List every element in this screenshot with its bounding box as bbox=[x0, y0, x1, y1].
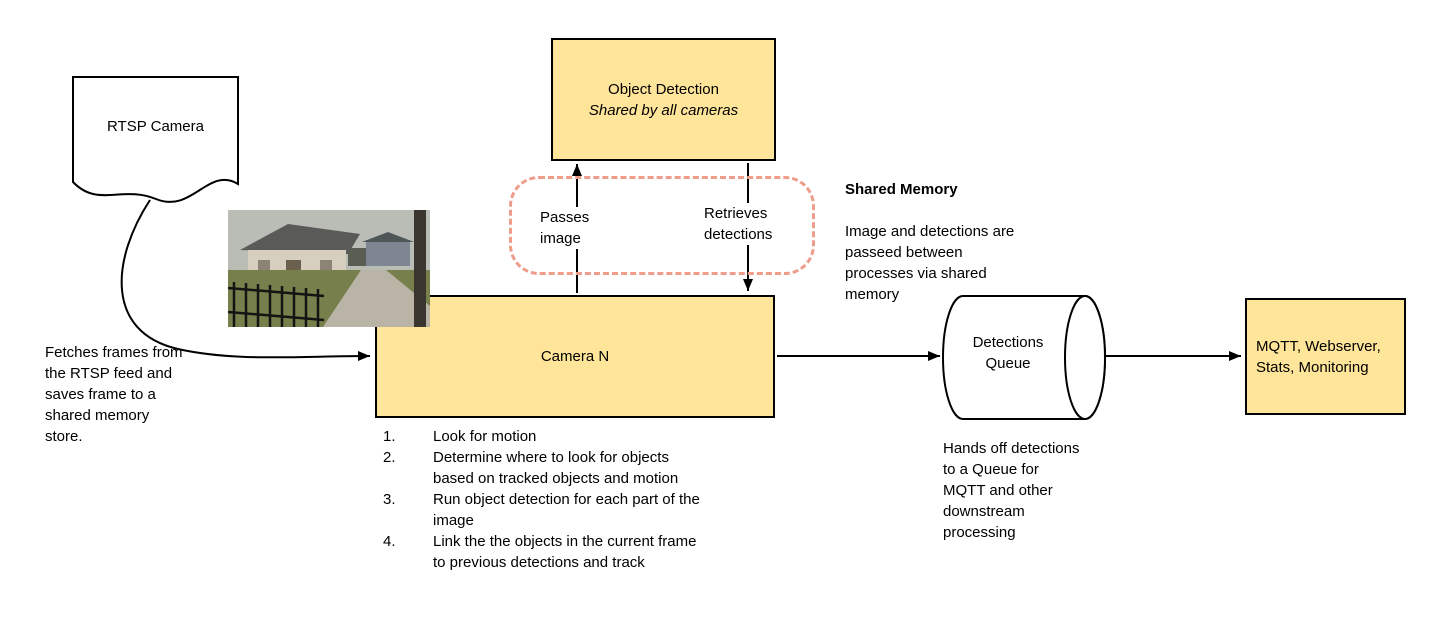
rtsp-camera-shape bbox=[72, 76, 239, 203]
camera-n-node: Camera N bbox=[375, 295, 775, 418]
step-text: Look for motion bbox=[433, 428, 537, 445]
step-text: Determine where to look for objects base… bbox=[433, 449, 679, 487]
shared-memory-title: Shared Memory bbox=[845, 181, 958, 198]
camera-step-item: 1. Look for motion bbox=[383, 426, 813, 447]
camera-snapshot-scene bbox=[228, 210, 430, 327]
step-text: Link the the objects in the current fram… bbox=[433, 533, 697, 571]
step-number: 1. bbox=[383, 428, 396, 445]
object-detection-title: Object Detection bbox=[608, 80, 719, 98]
hands-off-note: Hands off detections to a Queue for MQTT… bbox=[943, 440, 1080, 541]
rtsp-camera-label: RTSP Camera bbox=[107, 118, 204, 135]
shared-memory-note: Shared Memory Image and detections are p… bbox=[845, 158, 1065, 326]
step-text: Run object detection for each part of th… bbox=[433, 491, 700, 529]
camera-step-item: 4. Link the the objects in the current f… bbox=[383, 531, 813, 573]
shared-memory-body: Image and detections are passeed between… bbox=[845, 223, 1015, 303]
retrieves-detections-label: Retrieves detections bbox=[702, 203, 775, 245]
shared-memory-region bbox=[509, 176, 815, 275]
passes-image-label: Passes image bbox=[538, 207, 592, 249]
fetches-frames-note: Fetches frames from the RTSP feed and sa… bbox=[45, 344, 183, 445]
camera-snapshot-image bbox=[228, 210, 430, 327]
camera-step-item: 2. Determine where to look for objects b… bbox=[383, 447, 813, 489]
object-detection-node: Object Detection Shared by all cameras bbox=[551, 38, 776, 161]
detections-queue-label: Detections Queue bbox=[972, 334, 1044, 372]
camera-n-label: Camera N bbox=[540, 348, 610, 365]
step-number: 4. bbox=[383, 533, 396, 550]
camera-step-item: 3. Run object detection for each part of… bbox=[383, 489, 813, 531]
mqtt-webserver-label: MQTT, Webserver, Stats, Monitoring bbox=[1256, 337, 1381, 376]
camera-steps-list: 1. Look for motion 2. Determine where to… bbox=[383, 426, 813, 573]
object-detection-subtitle: Shared by all cameras bbox=[588, 101, 739, 119]
step-number: 2. bbox=[383, 449, 396, 466]
step-number: 3. bbox=[383, 491, 396, 508]
mqtt-webserver-node: MQTT, Webserver, Stats, Monitoring bbox=[1245, 298, 1406, 415]
